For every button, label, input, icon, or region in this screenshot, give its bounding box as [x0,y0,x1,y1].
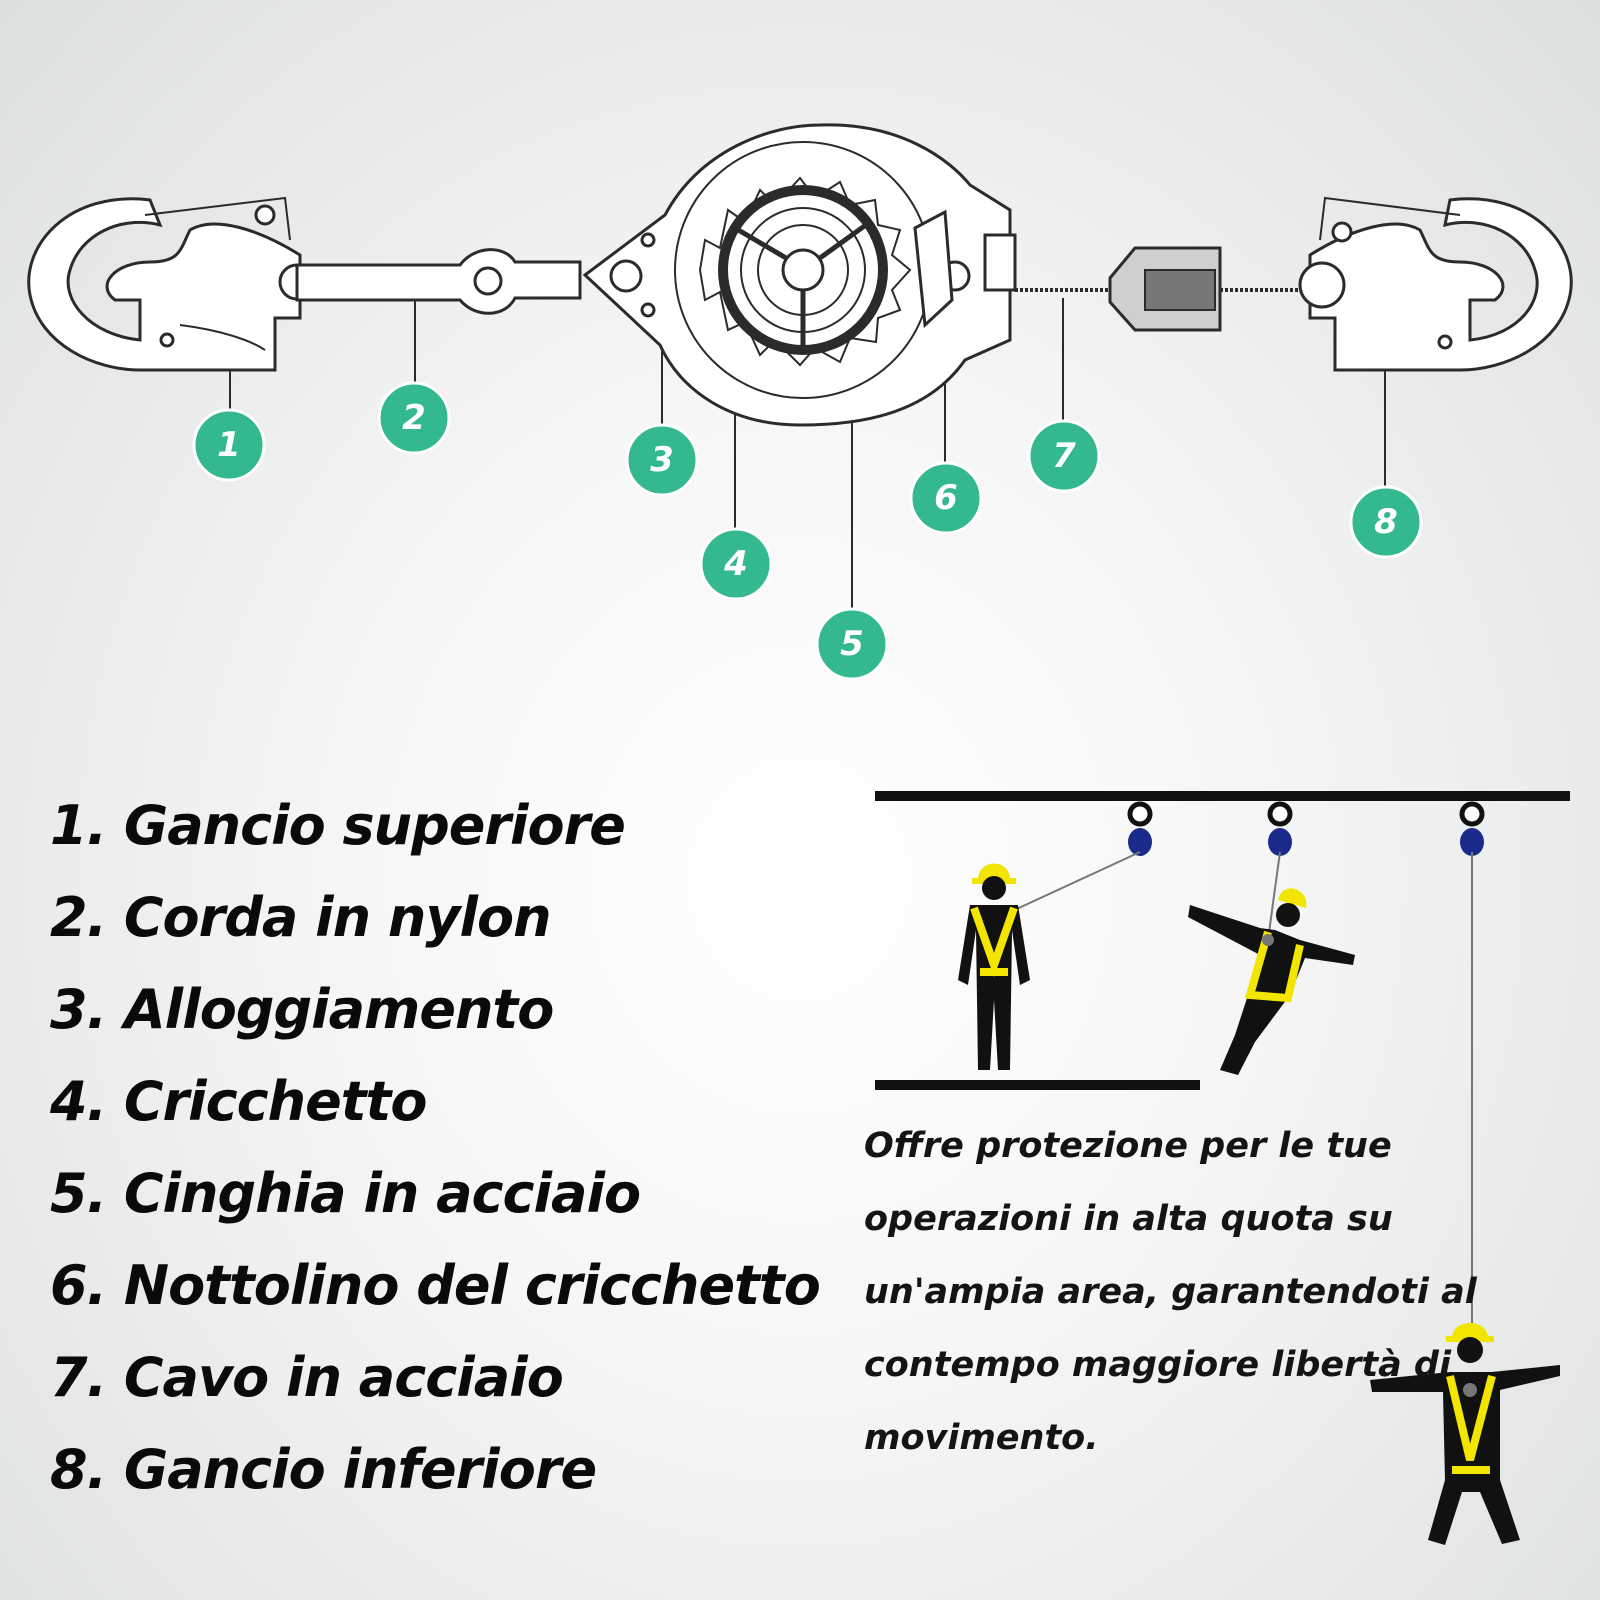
callout-3-label: 3 [650,440,674,480]
upper-hook-drawing [27,196,302,372]
anchor-device-3 [1459,801,1485,856]
callout-7: 7 [1027,419,1101,493]
hanging-worker [1370,1323,1560,1545]
callout-4: 4 [699,527,773,601]
callout-3: 3 [625,423,699,497]
callout-7-label: 7 [1052,436,1076,476]
callout-4-label: 4 [723,544,748,584]
callout-6-label: 6 [934,478,958,518]
callout-6: 6 [909,461,983,535]
callout-5-label: 5 [840,624,864,664]
part-item-5: 5. Cinghia in acciaio [50,1162,641,1225]
lower-hook-drawing [1298,196,1573,372]
callout-2: 2 [377,381,451,455]
part-item-6: 6. Nottolino del cricchetto [50,1254,821,1317]
parts-list: 1. Gancio superiore 2. Corda in nylon 3.… [50,780,821,1516]
anchor-device-1 [1127,801,1153,856]
standing-worker [958,863,1030,1070]
part-item-8: 8. Gancio inferiore [50,1438,597,1501]
steel-cable-drawing [1015,246,1320,332]
falling-worker [1188,888,1355,1075]
usage-illustration [875,791,1570,1545]
part-item-1: 1. Gancio superiore [50,794,626,857]
part-item-2: 2. Corda in nylon [50,886,552,949]
housing-drawing [582,123,1017,427]
callout-8: 8 [1349,485,1423,559]
callout-2-label: 2 [402,398,426,438]
device-diagram: 1 2 3 4 5 6 7 8 [27,123,1573,681]
part-item-4: 4. Cricchetto [50,1070,427,1133]
description-text: Offre protezione per le tue operazioni i… [864,1126,1477,1458]
part-item-7: 7. Cavo in acciaio [50,1346,564,1409]
part-item-3: 3. Alloggiamento [50,978,554,1041]
callout-1-label: 1 [217,425,241,465]
callout-8-label: 8 [1374,502,1398,542]
anchor-device-2 [1267,801,1293,856]
callout-5: 5 [815,607,889,681]
callout-1: 1 [192,408,266,482]
nylon-strap-drawing [278,248,582,315]
